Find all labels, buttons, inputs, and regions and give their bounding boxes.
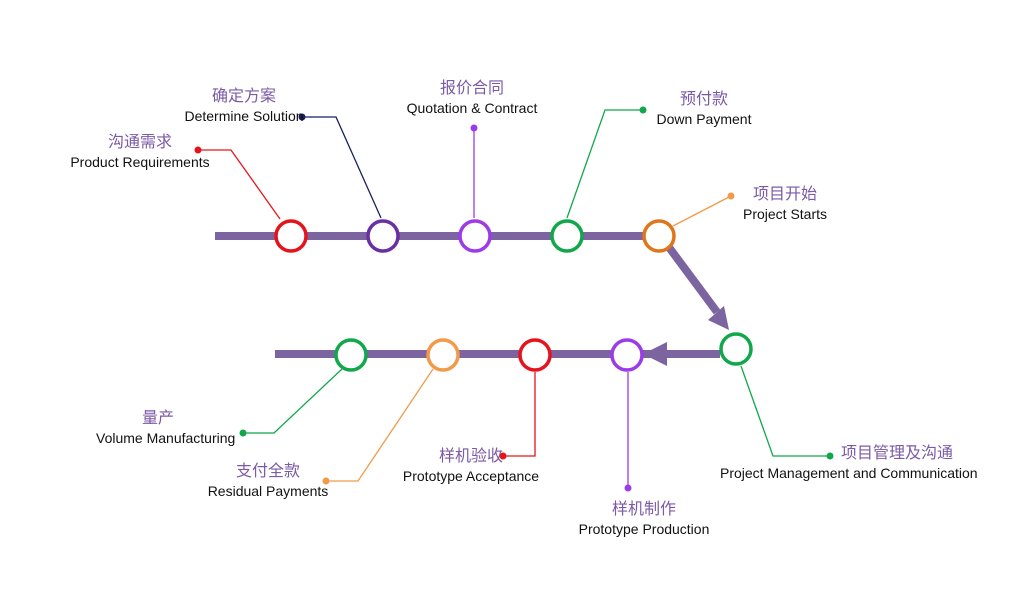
label-volume-manufacturing-zh: 量产 xyxy=(142,408,175,427)
label-project-management-zh: 项目管理及沟通 xyxy=(841,443,954,462)
label-prototype-production: 样机制作 Prototype Production xyxy=(574,499,714,538)
label-prototype-acceptance-zh: 样机验收 xyxy=(438,446,503,465)
node-project-management xyxy=(719,332,753,366)
node-determine-solution xyxy=(366,219,400,253)
label-volume-manufacturing: 量产 Volume Manufacturing xyxy=(96,408,244,447)
leader-prototype-acceptance xyxy=(503,372,536,457)
node-prototype-production xyxy=(610,338,644,372)
leader-dot-determine-solution xyxy=(298,113,306,121)
node-quotation-contract xyxy=(458,219,492,253)
label-prototype-acceptance-en: Prototype Acceptance xyxy=(402,468,540,485)
label-project-management-en: Project Management and Communication xyxy=(720,465,978,482)
node-down-payment xyxy=(550,219,584,253)
label-determine-solution-en: Determine Solution xyxy=(184,108,304,125)
leader-project-management xyxy=(740,365,830,457)
label-quotation-contract: 报价合同 Quotation & Contract xyxy=(400,78,544,117)
label-down-payment-en: Down Payment xyxy=(656,111,752,128)
leader-down-payment xyxy=(566,109,643,219)
label-down-payment: 预付款 Down Payment xyxy=(652,89,756,128)
leader-dot-quotation-contract xyxy=(470,124,478,132)
leader-determine-solution xyxy=(302,116,382,219)
leader-project-starts xyxy=(672,195,732,227)
label-residual-payments-zh: 支付全款 xyxy=(235,461,300,480)
node-prototype-acceptance xyxy=(518,338,552,372)
label-product-requirements: 沟通需求 Product Requirements xyxy=(68,132,212,171)
leader-dot-prototype-acceptance xyxy=(499,452,507,460)
label-product-requirements-en: Product Requirements xyxy=(70,154,210,171)
leader-dot-volume-manufacturing xyxy=(239,429,247,437)
leader-volume-manufacturing xyxy=(243,368,343,434)
label-residual-payments: 支付全款 Residual Payments xyxy=(204,461,332,500)
node-residual-payments xyxy=(426,338,460,372)
label-prototype-production-en: Prototype Production xyxy=(578,521,710,538)
label-project-starts-zh: 项目开始 xyxy=(752,184,817,203)
diagonal-arrowhead xyxy=(708,306,729,330)
label-project-starts-en: Project Starts xyxy=(742,206,828,223)
label-prototype-acceptance: 样机验收 Prototype Acceptance xyxy=(398,446,544,485)
label-quotation-contract-en: Quotation & Contract xyxy=(406,100,538,117)
node-product-requirements xyxy=(274,219,308,253)
leader-dot-project-starts xyxy=(727,192,735,200)
label-down-payment-zh: 预付款 xyxy=(679,89,728,108)
node-volume-manufacturing xyxy=(334,338,368,372)
leader-dot-residual-payments xyxy=(322,477,330,485)
leader-dot-product-requirements xyxy=(194,146,202,154)
leader-residual-payments xyxy=(326,368,434,482)
leader-product-requirements xyxy=(198,149,281,220)
label-project-management: 项目管理及沟通 Project Management and Communica… xyxy=(720,443,990,482)
label-determine-solution-zh: 确定方案 xyxy=(211,86,276,105)
node-project-starts xyxy=(642,219,676,253)
label-prototype-production-zh: 样机制作 xyxy=(611,499,676,518)
leader-dot-down-payment xyxy=(639,106,647,114)
label-residual-payments-en: Residual Payments xyxy=(207,483,329,500)
leader-dot-prototype-production xyxy=(624,484,632,492)
label-project-starts: 项目开始 Project Starts xyxy=(738,184,832,223)
label-volume-manufacturing-en: Volume Manufacturing xyxy=(96,430,236,447)
label-quotation-contract-zh: 报价合同 xyxy=(439,78,504,97)
leader-dot-project-management xyxy=(826,452,834,460)
diagonal-track xyxy=(664,243,721,315)
bottom-arrowhead xyxy=(643,342,667,366)
label-product-requirements-zh: 沟通需求 xyxy=(107,132,172,151)
label-determine-solution: 确定方案 Determine Solution xyxy=(174,86,314,125)
